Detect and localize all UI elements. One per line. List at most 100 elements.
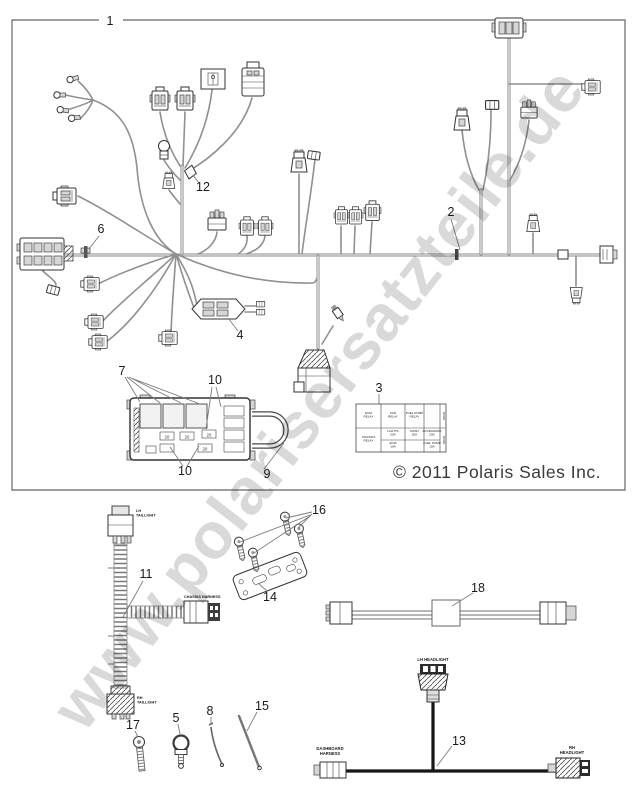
main-harness-box: 1 — [11, 14, 626, 491]
callout-1: 1 — [107, 14, 114, 28]
harness-clip — [80, 246, 91, 258]
connector — [238, 216, 256, 236]
callout-17: 17 — [126, 718, 140, 732]
copyright-text: © 2011 Polaris Sales Inc. — [393, 462, 601, 482]
connector — [84, 313, 104, 331]
callout-10: 10 — [208, 373, 222, 387]
connector — [256, 309, 266, 316]
harness-clip — [455, 249, 459, 260]
callout-18: 18 — [471, 581, 485, 595]
screw — [247, 546, 262, 574]
connector — [484, 100, 500, 110]
connector — [526, 213, 540, 233]
lh-headlight-connector — [417, 663, 449, 703]
jumper-harness: 18 — [325, 581, 577, 627]
connector — [45, 284, 61, 296]
connector — [158, 329, 178, 347]
connector — [333, 206, 350, 225]
connector — [149, 86, 171, 111]
callout-3: 3 — [376, 381, 383, 395]
label-lh-headlight: LH HEADLIGHT — [417, 657, 449, 662]
callout-8: 8 — [207, 704, 214, 718]
connector — [207, 209, 227, 231]
label-chassis-harness: CHASSIS HARNESS — [184, 595, 221, 599]
corrugated-tube — [113, 543, 128, 689]
cable-tie-short — [208, 722, 224, 767]
callout-13: 13 — [452, 734, 466, 748]
connector — [520, 99, 538, 119]
clamp — [172, 734, 190, 769]
callout-12: 12 — [196, 180, 210, 194]
callout-16: 16 — [312, 503, 326, 517]
fuse-label: 20 — [207, 433, 212, 438]
callout-4: 4 — [237, 328, 244, 342]
sleeve — [557, 249, 569, 260]
connector — [52, 185, 77, 207]
relay-cell-side: SPARE — [442, 436, 446, 445]
connector — [67, 113, 82, 123]
fuse-box: 20 20 20 20 7 10 10 9 — [119, 364, 289, 481]
connector — [581, 78, 601, 96]
callout-5: 5 — [173, 711, 180, 725]
main-box-callouts: 2 4 6 12 — [88, 174, 461, 342]
main-harness-wires — [41, 36, 602, 350]
connector — [306, 150, 321, 161]
connector — [453, 107, 471, 131]
connector — [53, 91, 66, 99]
callout-15: 15 — [255, 699, 269, 713]
connector — [88, 333, 108, 351]
small-hardware: 17 5 8 15 — [126, 699, 269, 772]
mount-bracket — [232, 551, 308, 601]
relay-cell-side: SPARE — [442, 412, 446, 421]
callout-11: 11 — [140, 567, 153, 581]
main-harness-connectors — [16, 17, 618, 393]
connector — [200, 68, 226, 90]
connector-detail-hexagon — [191, 298, 257, 320]
bolt — [133, 736, 146, 772]
rh-taillight-connector — [106, 685, 135, 720]
connector — [241, 61, 265, 97]
connector-housing — [293, 349, 331, 393]
dashboard-harness-connector — [313, 761, 347, 779]
fuse-label: 20 — [165, 435, 170, 440]
connector — [290, 149, 308, 173]
connector — [256, 216, 274, 236]
callout-10: 10 — [178, 464, 192, 478]
mount-bracket-group: 16 14 — [232, 503, 326, 604]
cable-tie-long — [237, 714, 262, 771]
connector — [162, 171, 176, 189]
connector — [65, 73, 80, 84]
callout-9: 9 — [264, 467, 271, 481]
connector — [569, 287, 583, 305]
callout-2: 2 — [448, 205, 455, 219]
corrugated-branch — [126, 605, 185, 619]
connector — [158, 140, 170, 160]
fuse-label: 20 — [203, 447, 208, 452]
connector — [599, 245, 618, 264]
callout-14: 14 — [263, 590, 277, 604]
screw — [293, 522, 308, 550]
callout-7: 7 — [119, 364, 126, 378]
connector — [363, 200, 382, 221]
connector — [539, 601, 577, 625]
connector — [174, 86, 196, 111]
callout-6: 6 — [98, 222, 105, 236]
connector — [347, 206, 364, 225]
connector — [80, 275, 100, 293]
